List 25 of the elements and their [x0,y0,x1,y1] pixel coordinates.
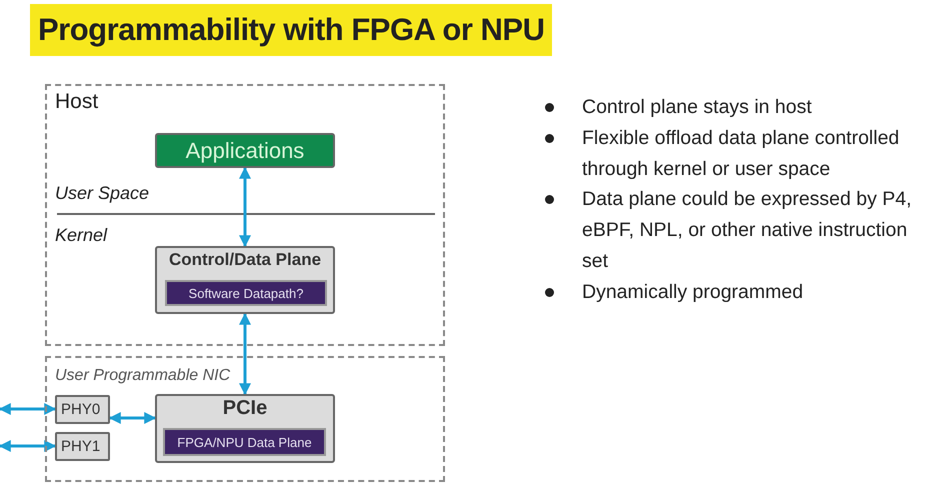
layer-label: Kernel [55,225,108,246]
port-box: PHY1 [55,432,110,461]
host-region [45,84,445,346]
nic-region [45,356,445,482]
double-arrow [0,403,56,415]
process-box [155,246,335,314]
layer-label: User Space [55,183,150,204]
box-heading: Host [55,90,98,114]
process-box: FPGA/NPU Data Plane [163,428,326,456]
double-arrow [239,312,251,396]
bullet-text: Dynamically programmed [541,276,931,308]
bullet-text: Control plane stays in host [541,92,931,123]
double-arrow [239,166,251,248]
double-arrow [0,440,56,452]
process-box: Applications [155,133,335,168]
double-arrow [108,412,156,424]
port-box: PHY0 [55,395,110,424]
box-heading: Control/Data Plane [168,250,322,270]
box-heading: User Programmable NIC [55,367,230,385]
bullet-text: Data plane could be expressed by P4, eBPF, NPL, or other native instruction set [541,184,931,277]
bullet-text: Flexible offload data plane controlled through kernel or user space [541,122,931,184]
process-box: Software Datapath? [165,280,327,306]
process-box [155,394,335,463]
slide-title: Programmability with FPGA or NPU [30,4,552,56]
box-heading: PCIe [222,397,268,420]
